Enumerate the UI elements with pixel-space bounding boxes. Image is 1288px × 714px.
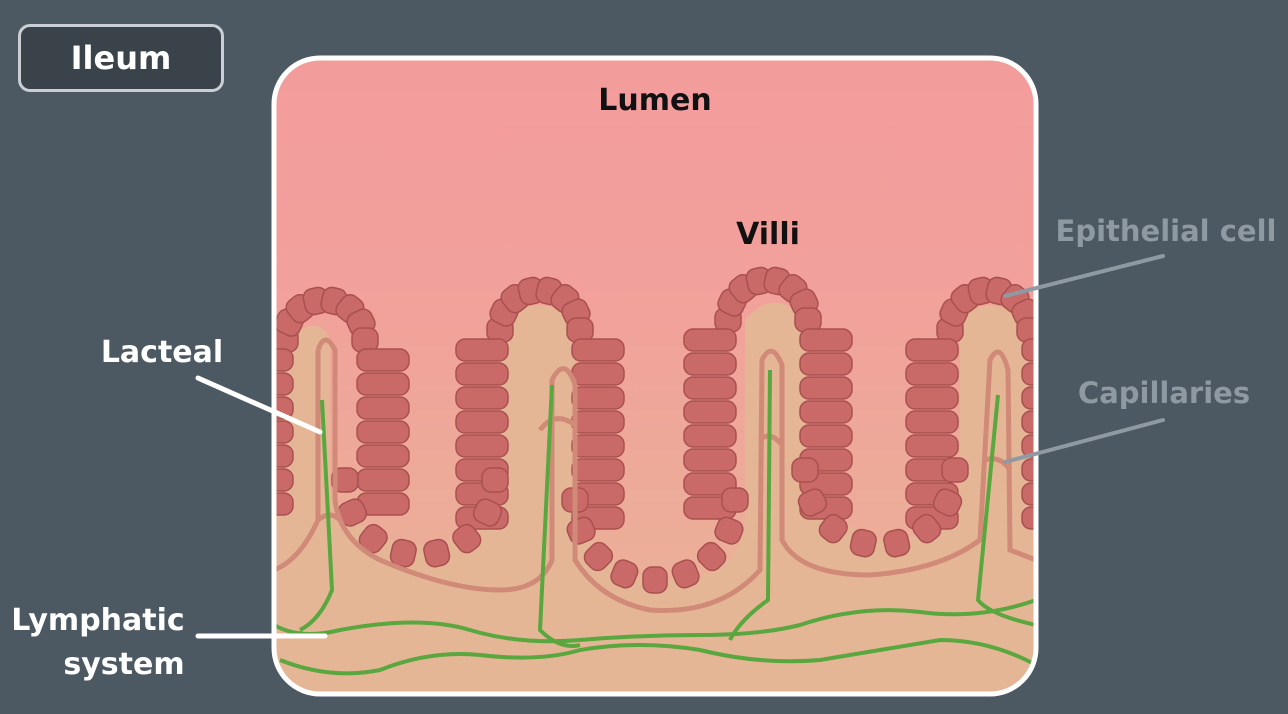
epithelial-cell xyxy=(356,348,410,372)
epithelial-cell xyxy=(849,528,877,558)
title-text: Ileum xyxy=(70,39,172,77)
epithelial-cell xyxy=(455,410,509,434)
epithelial-cell xyxy=(356,468,410,492)
epithelial-cell xyxy=(571,458,625,482)
epithelial-cell xyxy=(356,420,410,444)
epithelial-cell xyxy=(571,338,625,362)
epithelial-cell xyxy=(331,467,359,493)
epithelial-cell xyxy=(683,376,737,400)
epithelial-cell xyxy=(356,444,410,468)
epithelial-cell xyxy=(274,492,294,516)
epithelial-cell xyxy=(455,338,509,362)
epithelial-cell xyxy=(671,559,700,589)
epithelial-cell xyxy=(683,472,737,496)
epithelial-cell xyxy=(883,528,911,558)
epithelial-cell xyxy=(905,386,959,410)
epithelial-cell xyxy=(1021,338,1036,362)
epithelial-cell xyxy=(696,541,727,572)
epithelial-cell xyxy=(912,513,942,544)
epithelial-cell xyxy=(799,424,853,448)
epithelial-cell xyxy=(1021,506,1036,530)
lymphatic-label-line1: Lymphatic xyxy=(11,603,184,638)
epithelial-cell xyxy=(583,541,614,572)
epithelial-cell xyxy=(905,434,959,458)
epithelial-cell xyxy=(274,348,294,372)
epithelial-cell xyxy=(799,328,853,352)
section-panel xyxy=(274,58,1036,694)
epithelial-cell xyxy=(721,487,749,513)
epithelial-cell xyxy=(1021,410,1036,434)
epithelial-cell xyxy=(1021,458,1036,482)
lumen-label: Lumen xyxy=(598,83,711,118)
title-badge: Ileum xyxy=(18,24,224,92)
epithelial-cell xyxy=(571,410,625,434)
epithelial-cell xyxy=(356,372,410,396)
epithelial-cell xyxy=(1021,362,1036,386)
epithelial-cell xyxy=(683,400,737,424)
epithelial-cell xyxy=(455,362,509,386)
epithelial-cell xyxy=(274,372,294,396)
epithelial-cell xyxy=(1021,482,1036,506)
epithelial-cell xyxy=(683,424,737,448)
epithelial-cell xyxy=(932,488,963,517)
epithelial-cell xyxy=(905,362,959,386)
epithelial-cell xyxy=(683,448,737,472)
epithelial-cell xyxy=(799,376,853,400)
lymphatic-label-line2: system xyxy=(63,647,184,682)
epithelial-cell xyxy=(714,516,744,545)
epithelial-cell xyxy=(791,457,819,483)
epithelial-cell xyxy=(472,498,503,527)
epithelial-cell xyxy=(797,488,828,517)
epithelial-cell xyxy=(571,386,625,410)
epithelial-cell xyxy=(274,420,294,444)
capillaries-pointer xyxy=(1003,418,1165,464)
epithelial-cell xyxy=(274,444,294,468)
epithelial-cell xyxy=(905,338,959,362)
epithelial-pointer xyxy=(1003,254,1165,298)
villi-label: Villi xyxy=(736,217,800,252)
epithelial-cell xyxy=(274,468,294,492)
epithelium-layer xyxy=(274,266,1036,594)
epithelial-cell xyxy=(683,352,737,376)
epithelial-cell xyxy=(356,396,410,420)
epithelial-cell xyxy=(481,467,509,493)
epithelial-cell xyxy=(818,513,848,544)
epithelial-cell xyxy=(423,538,451,568)
lacteal-pointer xyxy=(195,375,323,435)
epithelial-cell xyxy=(642,566,668,594)
panel-border xyxy=(271,55,1039,697)
epithelial-cell xyxy=(905,410,959,434)
lacteal-network xyxy=(274,369,1036,676)
epithelial-cell xyxy=(452,523,482,554)
epithelial-cell xyxy=(455,434,509,458)
epithelial-cell xyxy=(610,559,639,589)
capillaries-label: Capillaries xyxy=(1078,376,1250,410)
epithelial-cell xyxy=(455,386,509,410)
lacteal-label: Lacteal xyxy=(101,335,223,370)
epithelial-cell xyxy=(683,328,737,352)
epithelial-cell xyxy=(799,352,853,376)
epithelial-cell xyxy=(1021,386,1036,410)
mucosa-tissue xyxy=(274,302,1036,694)
epithelial-cell xyxy=(571,434,625,458)
epithelial-cell xyxy=(571,362,625,386)
epithelial-cell-label: Epithelial cell xyxy=(1056,214,1277,248)
epithelial-cell xyxy=(941,457,969,483)
epithelial-cell xyxy=(799,400,853,424)
